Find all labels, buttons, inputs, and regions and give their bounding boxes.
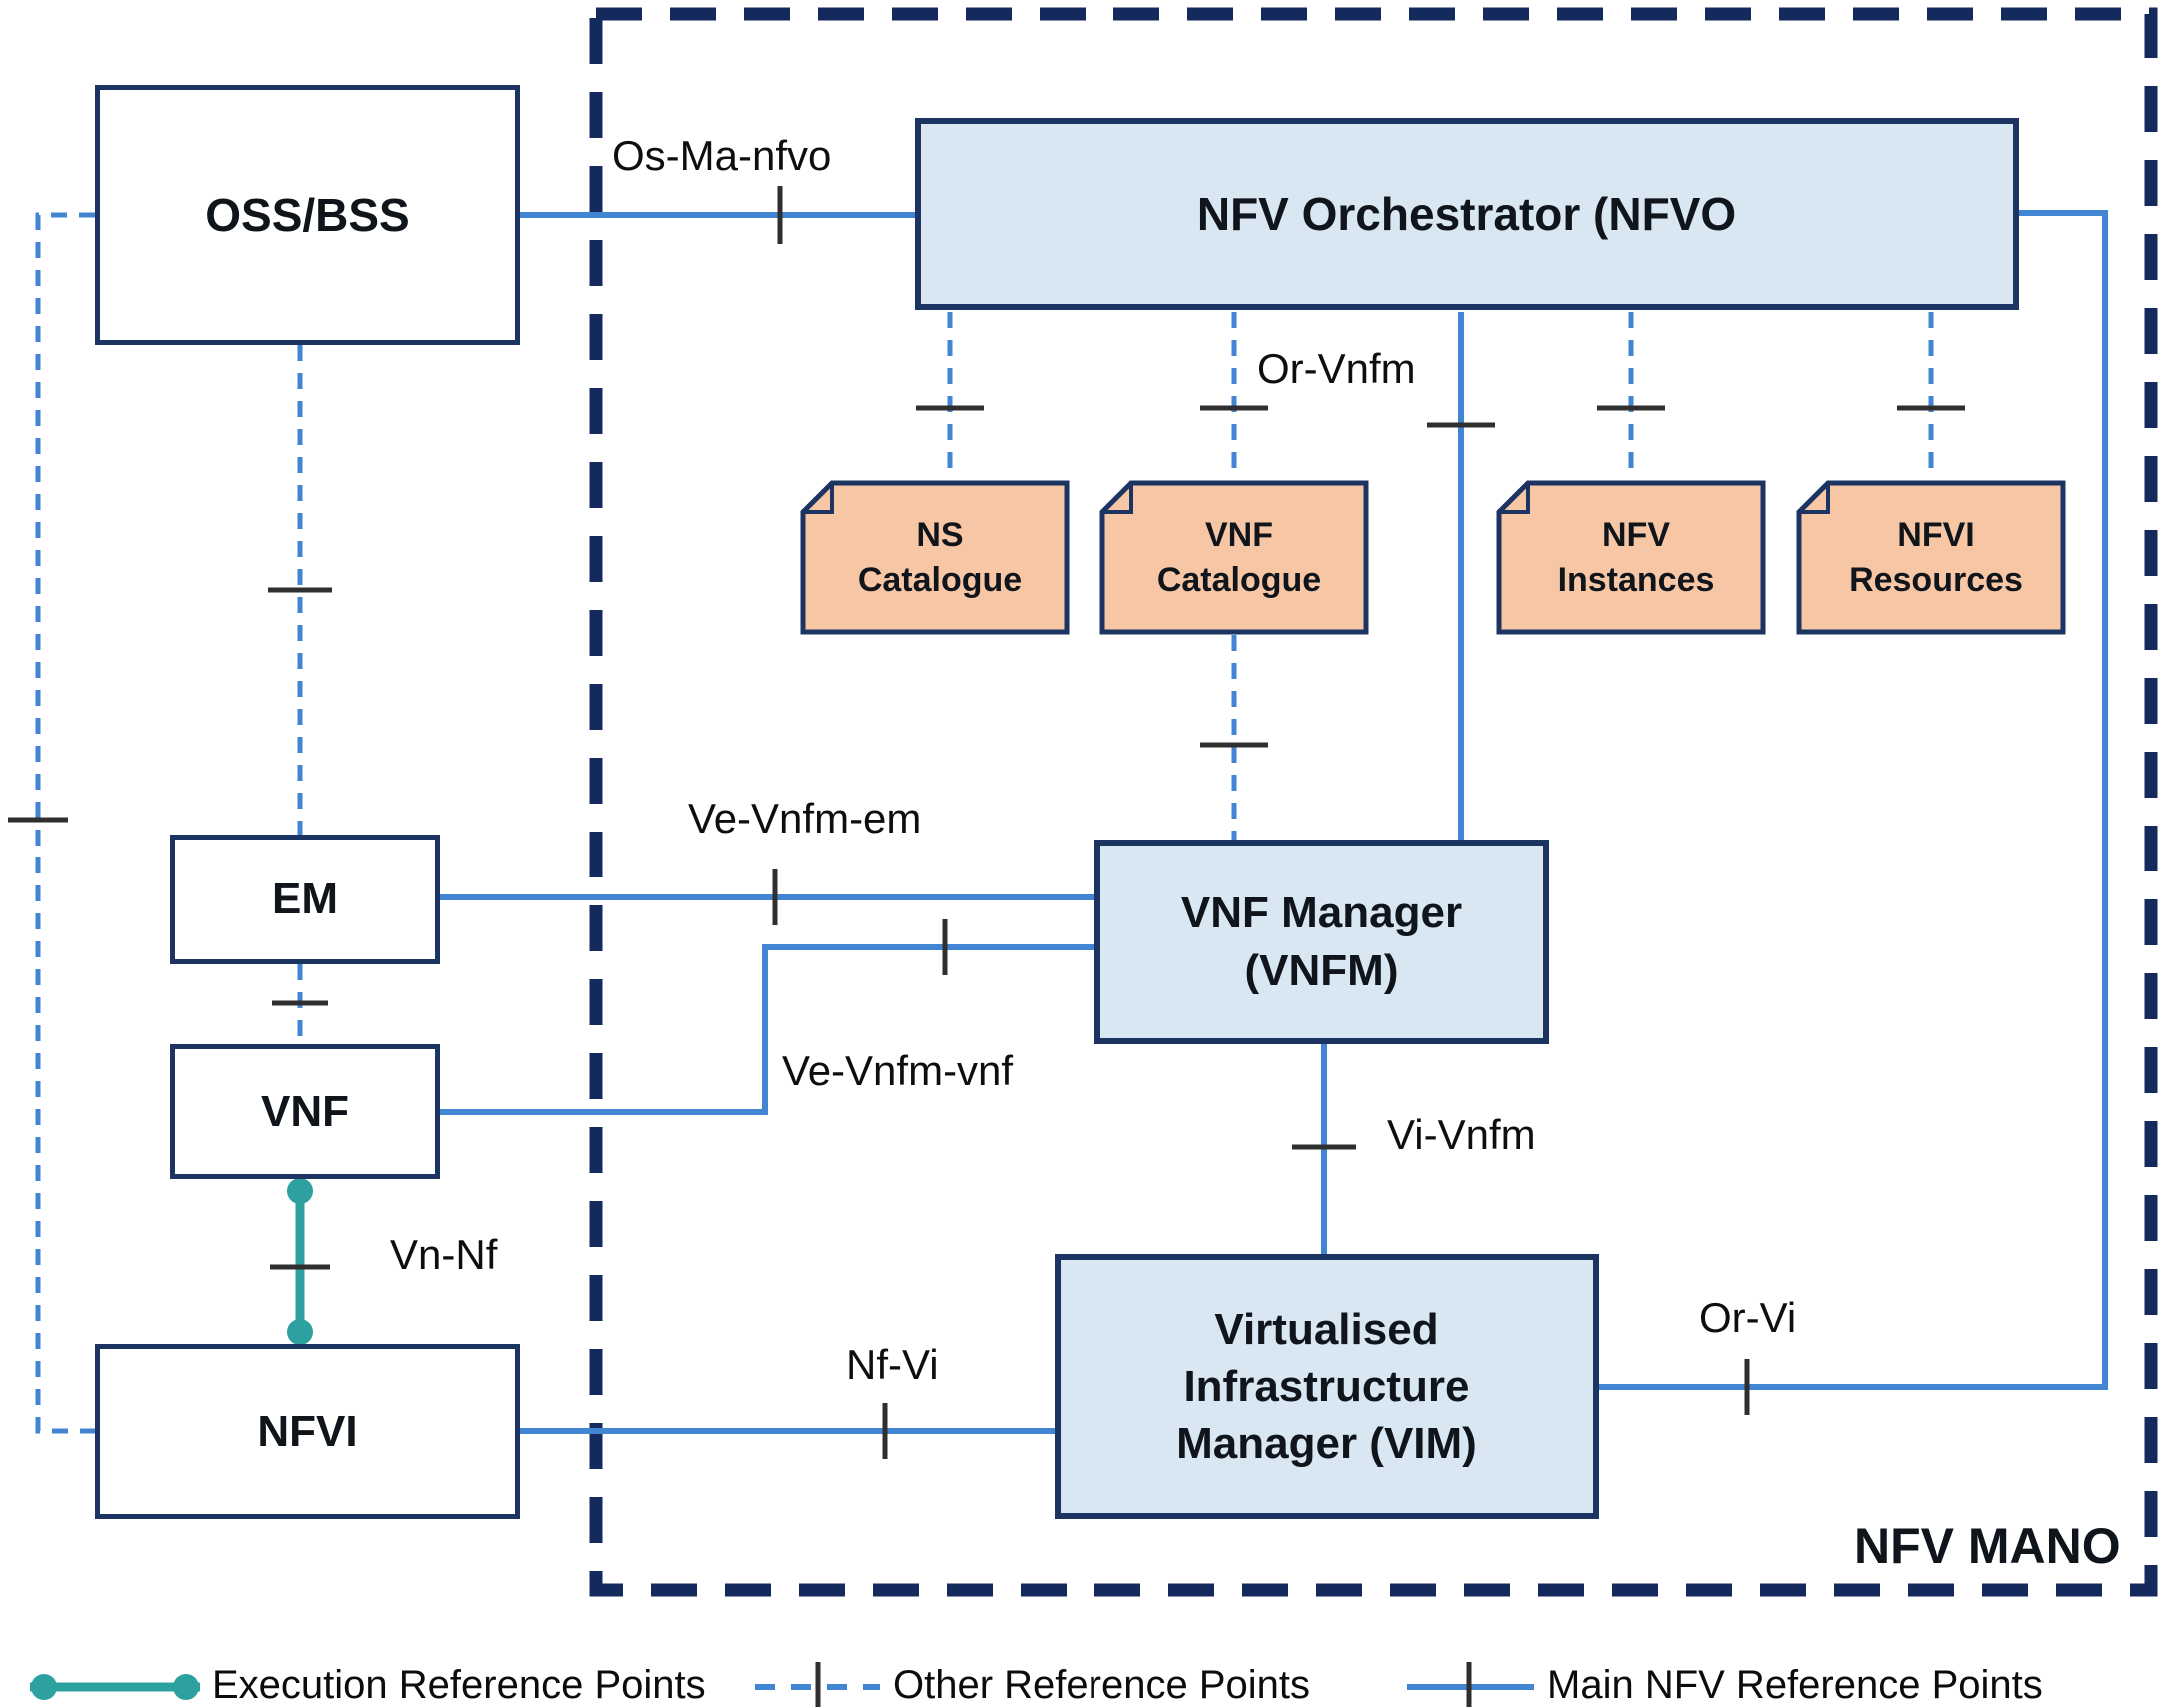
- nfv-mano-boundary: [589, 7, 2158, 1597]
- oss-bss-label: OSS/BSS: [205, 189, 410, 241]
- ns-catalogue-line2: Catalogue: [857, 560, 1023, 599]
- nfvo-label: NFV Orchestrator (NFVO: [1196, 188, 1737, 240]
- vnfm-box: VNF Manager (VNFM): [1094, 840, 1549, 1044]
- em-box: EM: [170, 835, 440, 964]
- vim-label-line1: Virtualised: [1214, 1304, 1439, 1354]
- vn-nf-endpoint-bottom: [287, 1319, 313, 1345]
- nfvi-resources-box: NFVI Resources: [1796, 480, 2066, 635]
- ref-label-ve-vnfm-vnf: Ve-Vnfm-vnf: [782, 1047, 1014, 1094]
- reference-point-ticks: [8, 186, 1965, 1459]
- ns-catalogue-line1: NS: [916, 516, 964, 555]
- repository-shape: [1496, 480, 1766, 635]
- repository-shape: [1099, 480, 1369, 635]
- vim-label-line2: Infrastructure: [1183, 1361, 1470, 1411]
- nfv-instances-label: NFV Instances: [1496, 480, 1766, 635]
- repository-shape: [800, 480, 1070, 635]
- legend-execution-dot-left: [31, 1674, 57, 1700]
- vnfm-label-line2: (VNFM): [1244, 945, 1399, 995]
- vnfm-label-line1: VNF Manager: [1180, 888, 1463, 938]
- ns-catalogue-label: NS Catalogue: [800, 480, 1070, 635]
- em-label: EM: [272, 874, 338, 923]
- repository-shape: [1796, 480, 2066, 635]
- nfv-instances-line1: NFV: [1602, 516, 1670, 555]
- legend-other-label: Other Reference Points: [893, 1663, 1310, 1707]
- ref-label-vn-nf: Vn-Nf: [390, 1231, 498, 1278]
- nfv-instances-line2: Instances: [1557, 560, 1715, 599]
- execution-line-vn-nf: [287, 1178, 313, 1345]
- nfvi-resources-label: NFVI Resources: [1796, 480, 2066, 635]
- ns-catalogue-box: NS Catalogue: [800, 480, 1070, 635]
- nfv-instances-box: NFV Instances: [1496, 480, 1766, 635]
- vnf-box: VNF: [170, 1044, 440, 1179]
- line-ve-vnfm-vnf: [440, 944, 1094, 1115]
- line-oss-nfvi-left: [35, 212, 95, 1434]
- vnf-catalogue-label: VNF Catalogue: [1099, 480, 1369, 635]
- vnf-catalogue-line1: VNF: [1205, 516, 1273, 555]
- vnf-label: VNF: [261, 1086, 349, 1136]
- vnf-catalogue-box: VNF Catalogue: [1099, 480, 1369, 635]
- ref-label-or-vi: Or-Vi: [1699, 1294, 1797, 1341]
- legend-execution-label: Execution Reference Points: [212, 1663, 706, 1707]
- ref-label-nf-vi: Nf-Vi: [846, 1341, 939, 1388]
- nfv-mano-boundary-label: NFV MANO: [1854, 1518, 2121, 1574]
- legend-execution-dot-right: [173, 1674, 199, 1700]
- ref-label-ve-vnfm-em: Ve-Vnfm-em: [688, 795, 922, 842]
- nfvi-resources-line2: Resources: [1849, 560, 2023, 599]
- oss-bss-box: OSS/BSS: [95, 85, 520, 345]
- vn-nf-endpoint-top: [287, 1178, 313, 1204]
- nfvi-box: NFVI: [95, 1344, 520, 1519]
- ref-label-or-vnfm: Or-Vnfm: [1257, 345, 1416, 392]
- ref-label-os-ma-nfvo: Os-Ma-nfvo: [612, 132, 832, 179]
- nfvi-label: NFVI: [257, 1406, 358, 1456]
- vim-box: Virtualised Infrastructure Manager (VIM): [1055, 1254, 1599, 1519]
- ref-label-vi-vnfm: Vi-Vnfm: [1387, 1111, 1536, 1158]
- nfvo-box: NFV Orchestrator (NFVO: [915, 118, 2019, 310]
- line-or-vi: [1599, 210, 2108, 1390]
- other-reference-lines: [35, 212, 1934, 1434]
- nfvi-resources-line1: NFVI: [1897, 516, 1975, 555]
- vnf-catalogue-line2: Catalogue: [1156, 560, 1322, 599]
- legend-main-label: Main NFV Reference Points: [1547, 1663, 2043, 1707]
- legend-samples: [30, 1662, 1534, 1707]
- vim-label-line3: Manager (VIM): [1176, 1419, 1477, 1469]
